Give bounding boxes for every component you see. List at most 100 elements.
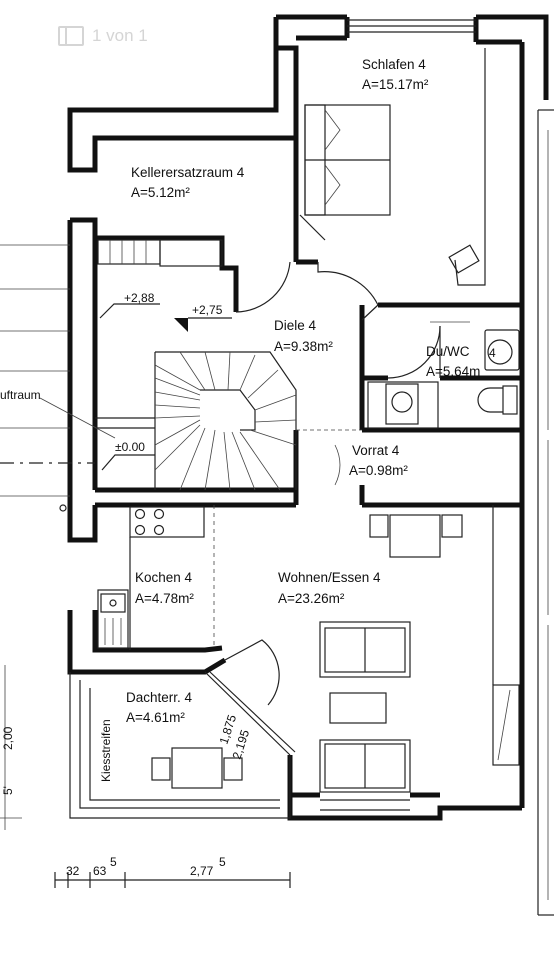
wc-tank — [502, 385, 518, 415]
room-area-duwc: A=5.64m — [426, 364, 480, 379]
wall-west-seg2 — [67, 490, 98, 543]
dim-left-a: 2,00 — [1, 726, 15, 750]
room-name-wohnen: Wohnen/Essen 4 — [278, 570, 381, 585]
dim-277-sup: 5 — [219, 855, 226, 869]
chair — [369, 514, 389, 538]
sink-drain — [109, 599, 117, 607]
washbasin — [484, 329, 520, 371]
room-name-diele: Diele 4 — [274, 318, 317, 333]
door-keller — [235, 261, 291, 313]
toilet-bowl — [391, 391, 413, 413]
hob-3 — [134, 524, 146, 536]
terrace-table — [171, 747, 223, 789]
dim-277: 2,77 — [190, 864, 214, 878]
outer-walls — [67, 14, 549, 821]
shelf — [97, 239, 223, 267]
level-000: ±0.00 — [115, 440, 145, 454]
tread — [154, 404, 201, 409]
door-terrace — [224, 639, 280, 706]
room-area-dachterr: A=4.61m² — [126, 710, 185, 725]
tread — [154, 415, 201, 419]
room-area-vorrat: A=0.98m² — [349, 463, 408, 478]
dim-32: 32 — [66, 864, 80, 878]
page-indicator[interactable]: 1 von 1 — [58, 26, 148, 46]
desk — [454, 230, 486, 286]
tread — [249, 429, 297, 446]
shelf-box2 — [159, 239, 223, 267]
hob-4 — [153, 524, 165, 536]
level-275-mark — [174, 318, 188, 332]
wall-north — [67, 17, 299, 173]
chair — [448, 244, 480, 274]
room-name-kochen: Kochen 4 — [135, 570, 193, 585]
tread — [154, 377, 201, 396]
tread — [223, 431, 231, 491]
dining-table — [389, 514, 441, 558]
tv-unit — [492, 684, 520, 766]
level-288: +2,88 — [124, 291, 155, 305]
bed-fold — [324, 164, 341, 206]
terrace — [69, 671, 296, 819]
room-area-schlafen: A=15.17m² — [362, 77, 429, 92]
tread — [254, 394, 297, 411]
bed-foot — [299, 214, 326, 241]
terrace-chair — [151, 757, 171, 781]
tread — [179, 427, 206, 491]
tread — [154, 419, 201, 446]
gravel-strip — [89, 688, 280, 801]
terrace-edge — [209, 671, 296, 753]
kitchen — [97, 505, 215, 650]
wall-kitchen-south-inner — [92, 610, 223, 653]
room-area-kellerersatzraum: A=5.12m² — [131, 185, 190, 200]
shelf-box — [97, 239, 161, 265]
door-bedroom — [317, 262, 379, 306]
page-thumbnail-icon[interactable] — [58, 26, 84, 46]
tread — [154, 424, 201, 471]
room-name-duwc: Du/WC — [426, 344, 470, 359]
level-000-mark — [101, 454, 155, 471]
room-name-vorrat: Vorrat 4 — [352, 443, 400, 458]
tread — [179, 351, 206, 391]
room-name-dachterr: Dachterr. 4 — [126, 690, 193, 705]
toilet-box — [385, 383, 419, 425]
tread — [231, 431, 256, 491]
bed — [299, 48, 486, 286]
sofa-bottom — [319, 739, 411, 793]
level-288-mark — [99, 303, 160, 319]
tv — [497, 689, 511, 761]
page-indicator-text: 1 von 1 — [92, 26, 148, 45]
tread — [227, 351, 231, 391]
room-area-diele: A=9.38m² — [274, 339, 333, 354]
dimension-line — [54, 872, 291, 888]
bed-fold — [324, 109, 341, 151]
dim-63: 63 — [93, 864, 107, 878]
chair — [441, 514, 463, 538]
sink-basin — [100, 593, 126, 613]
terrace-chair — [223, 757, 243, 781]
tread — [254, 419, 297, 423]
door-vorrat — [334, 444, 341, 486]
kiesstreifen-label: Kiesstreifen — [99, 719, 113, 782]
wall-top-right — [476, 14, 549, 100]
room-area-kochen: A=4.78m² — [135, 591, 194, 606]
tread — [154, 391, 201, 401]
tread — [247, 369, 279, 399]
tread — [204, 351, 216, 391]
duwc-marker: 4 — [489, 346, 496, 360]
level-markers — [99, 303, 232, 471]
coffee-table — [329, 692, 387, 724]
terrace-inner — [79, 680, 280, 809]
bathroom — [367, 321, 520, 429]
shower — [367, 381, 439, 429]
marker — [59, 504, 67, 512]
sink — [97, 589, 129, 649]
room-area-wohnen: A=23.26m² — [278, 591, 345, 606]
terrace-edge — [204, 671, 291, 756]
door-wc — [387, 325, 441, 379]
dim-63-sup: 5 — [110, 855, 117, 869]
site-lines — [0, 109, 554, 916]
room-labels: Schlafen 4 A=15.17m² Kellerersatzraum 4 … — [0, 57, 496, 878]
counter — [129, 506, 205, 538]
staircase — [95, 351, 362, 491]
